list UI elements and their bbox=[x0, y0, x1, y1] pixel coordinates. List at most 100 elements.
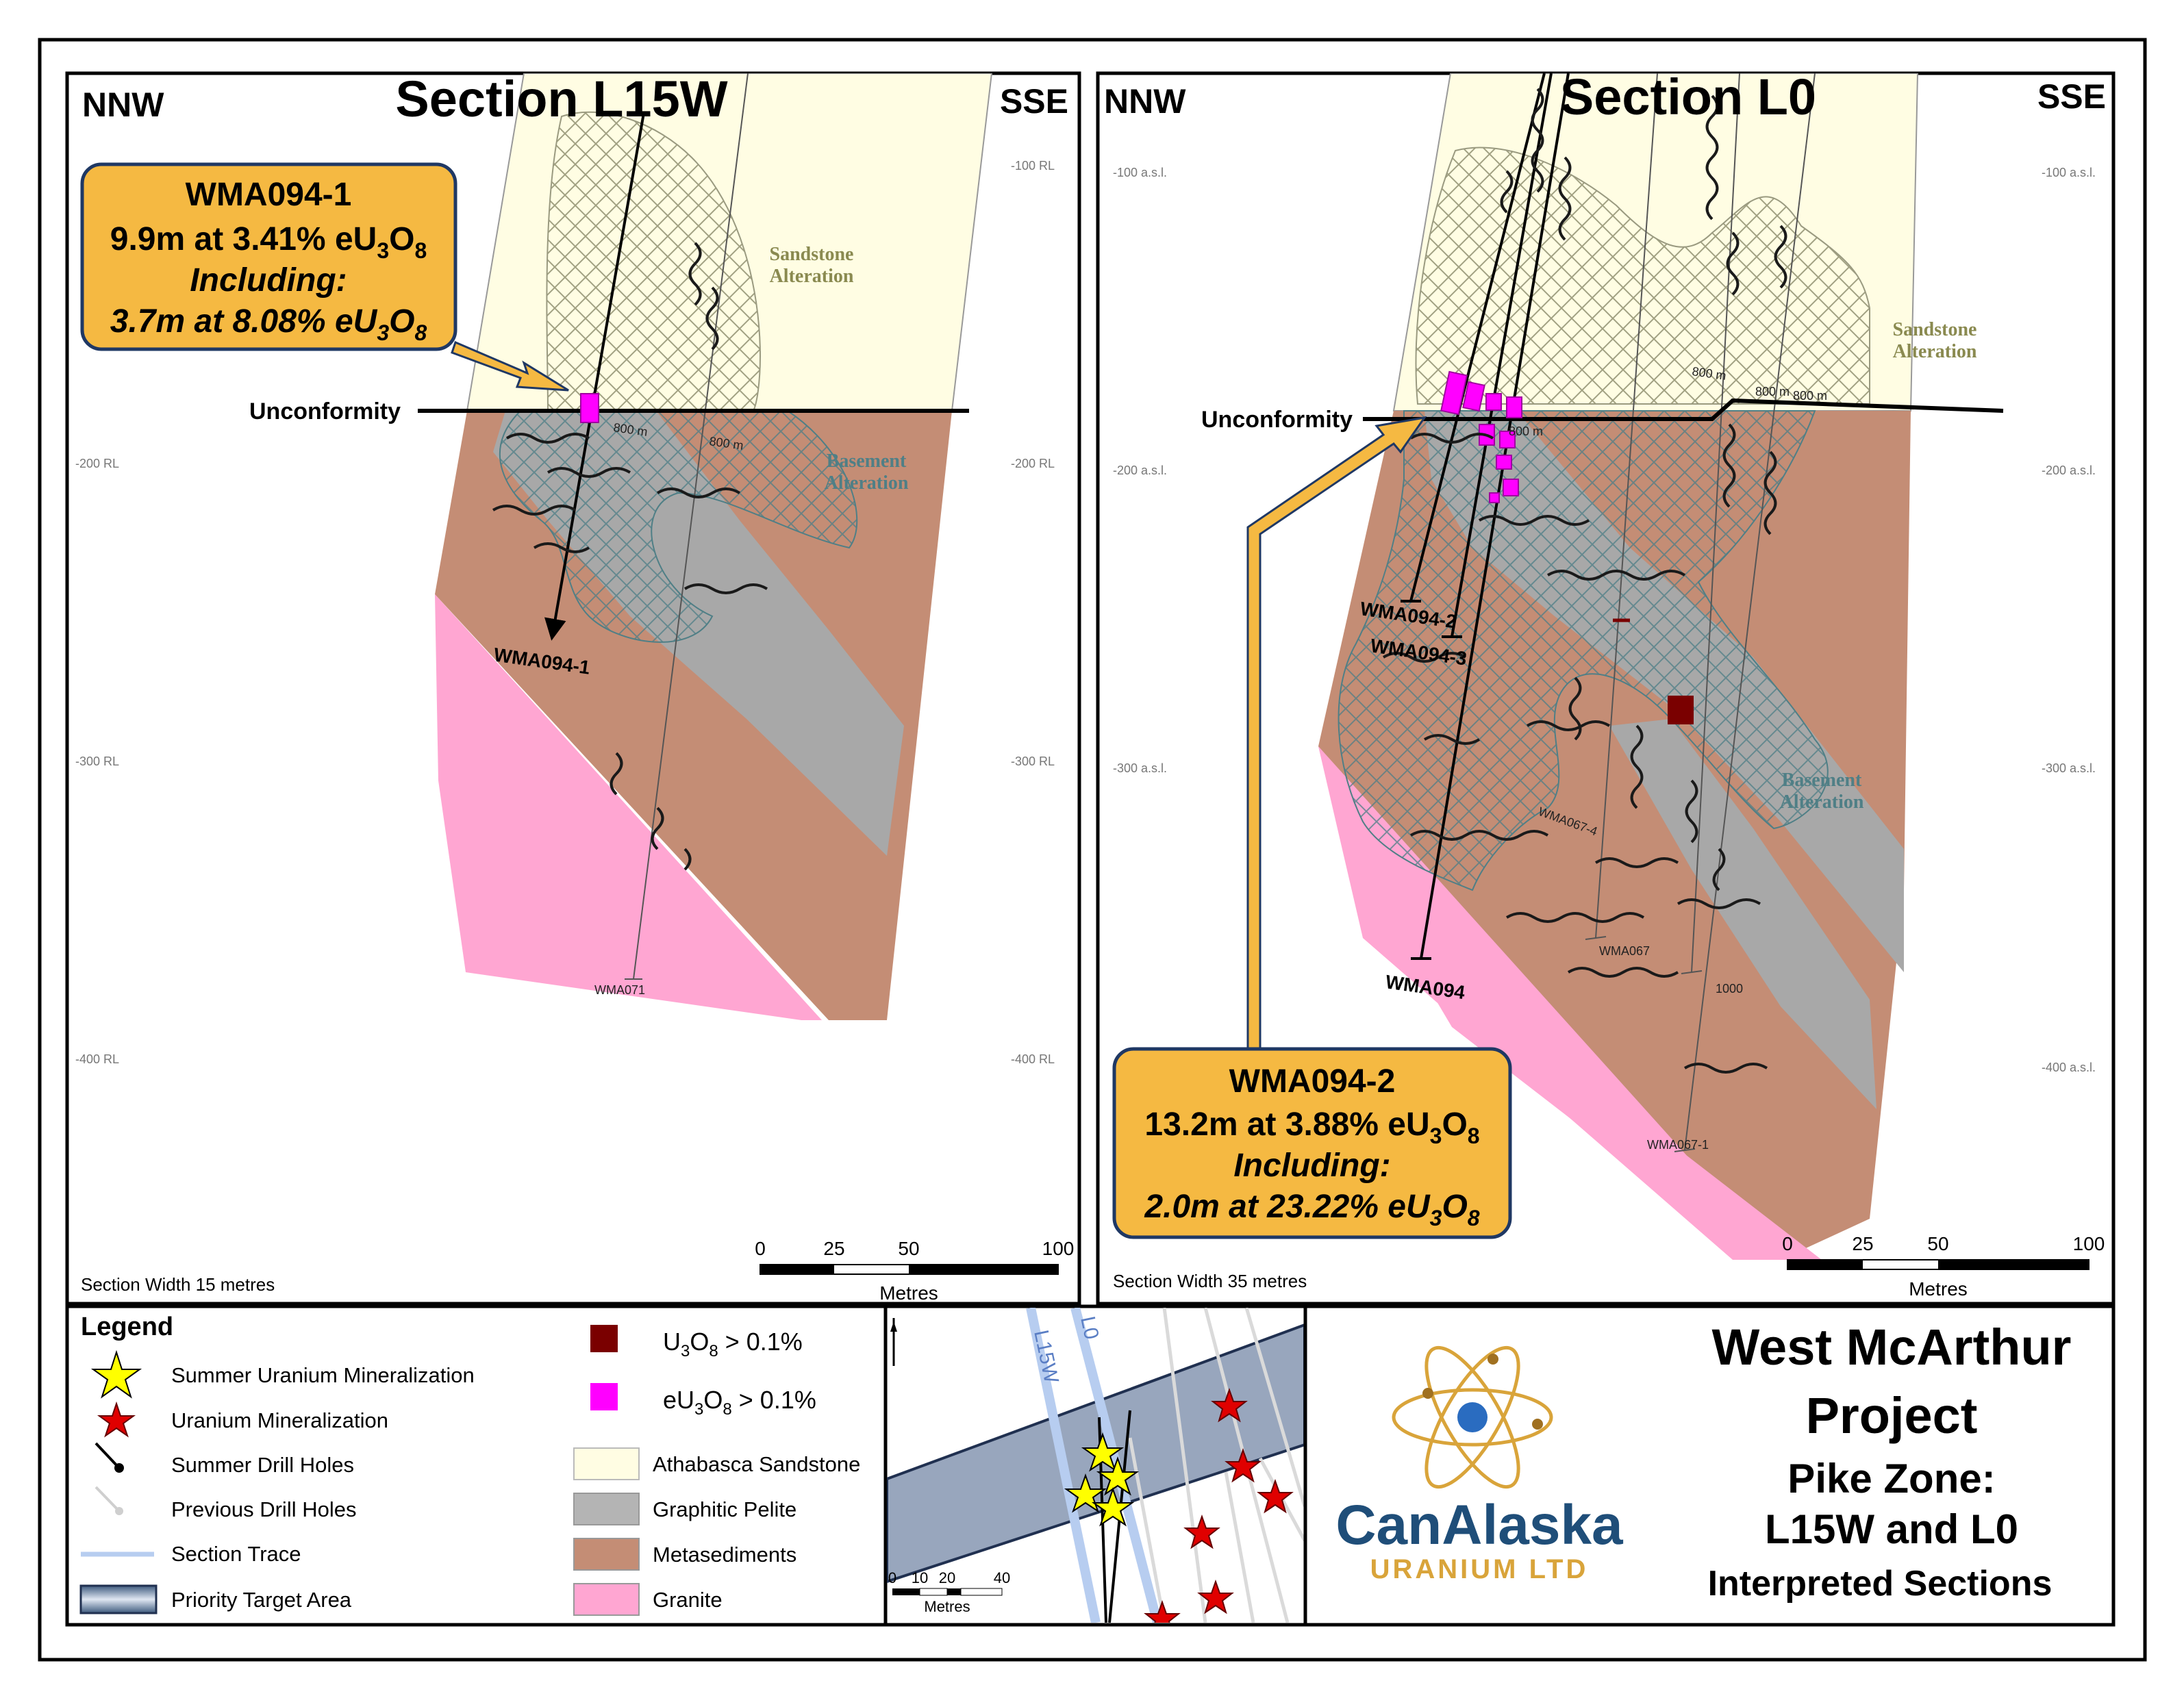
left-rl-label: -200 RL bbox=[75, 457, 119, 470]
left-dir-sse: SSE bbox=[1000, 82, 1068, 121]
left-callout-hole: WMA094-1 bbox=[186, 177, 352, 213]
inset-map-panel: L15W L0 0 10 20 40 Metres bbox=[883, 1304, 1308, 1627]
right-old-hole-label: WMA067 bbox=[1599, 944, 1650, 958]
lithology-label: Granite bbox=[653, 1588, 723, 1612]
right-asl-label: -100 a.s.l. bbox=[1113, 166, 1167, 179]
legend-item-label: Priority Target Area bbox=[171, 1588, 352, 1612]
right-asl-label: -300 a.s.l. bbox=[1113, 761, 1167, 775]
zone-title: L15W and L0 bbox=[1765, 1506, 2018, 1552]
eu3o8-label-suffix: > 0.1% bbox=[732, 1386, 816, 1414]
inset-scale-tick: 40 bbox=[994, 1569, 1010, 1586]
legend-item-label: Previous Drill Holes bbox=[171, 1497, 356, 1521]
left-basement-alteration-label: Basement bbox=[827, 451, 907, 472]
summer-mineralization-stars bbox=[1064, 1432, 1140, 1527]
left-drill-hole-wma094-1 bbox=[544, 112, 645, 641]
right-sandstone-alteration-label: Alteration bbox=[1893, 341, 1977, 362]
right-fault-symbols bbox=[1382, 88, 1787, 1074]
right-section-panel: NNW SSE Section L0 -100 a.s.l. -100 a.s.… bbox=[1096, 68, 2116, 1306]
summer-star-icon bbox=[90, 1349, 142, 1399]
u3o8-label-mid: O bbox=[690, 1328, 709, 1356]
right-basement-alteration-zone bbox=[1338, 410, 1829, 891]
inset-scale-tick: 10 bbox=[912, 1569, 928, 1586]
right-callout-including: Including: bbox=[1233, 1148, 1390, 1184]
canalaska-atom-logo bbox=[1392, 1345, 1553, 1489]
legend-panel: Legend Summer Uranium Mineralization Ura… bbox=[65, 1304, 888, 1627]
right-scale-bar: 0 25 50 100 Metres bbox=[1782, 1233, 2105, 1300]
scale-unit: Metres bbox=[1909, 1278, 1968, 1300]
left-granite-unit bbox=[435, 594, 822, 1020]
scale-tick: 25 bbox=[1852, 1233, 1873, 1254]
left-unconformity-label: Unconformity bbox=[249, 398, 401, 424]
right-callout-including-grade: 2.0m at 23.22% eU bbox=[1144, 1189, 1431, 1225]
right-depth-label: 800 m bbox=[1509, 424, 1543, 438]
right-depth-label: 800 m bbox=[1755, 385, 1790, 398]
left-callout-grade: 9.9m at 3.41% eU bbox=[110, 221, 377, 257]
right-old-hole-label: WMA067-1 bbox=[1647, 1138, 1709, 1152]
svg-text:eU3O8 > 0.1%: eU3O8 > 0.1% bbox=[663, 1386, 816, 1419]
left-old-hole-label: WMA071 bbox=[594, 983, 645, 997]
left-scale-bar: 0 25 50 100 Metres bbox=[755, 1238, 1074, 1304]
left-callout-arrow bbox=[451, 340, 569, 392]
lithology-label: Metasediments bbox=[653, 1543, 796, 1567]
eu3o8-swatch bbox=[590, 1383, 618, 1410]
lithology-label: Graphitic Pelite bbox=[653, 1497, 796, 1521]
left-callout-box: WMA094-1 9.9m at 3.41% eU3O8 Including: … bbox=[80, 162, 457, 351]
u3o8-label-prefix: U bbox=[663, 1328, 681, 1356]
left-rl-label: -100 RL bbox=[1011, 159, 1055, 173]
scale-tick: 0 bbox=[1782, 1233, 1793, 1254]
legend-title: Legend bbox=[81, 1313, 173, 1341]
left-basement-alteration-zone bbox=[499, 410, 858, 643]
right-sandstone-alteration-label: Sandstone bbox=[1893, 319, 1977, 340]
project-title: West McArthur bbox=[1712, 1319, 2072, 1376]
scale-tick: 50 bbox=[1927, 1233, 1948, 1254]
right-callout-arrow bbox=[1246, 416, 1427, 1056]
legend-item-label: Summer Uranium Mineralization bbox=[171, 1363, 475, 1387]
scale-tick: 25 bbox=[823, 1238, 844, 1259]
right-section-width: Section Width 35 metres bbox=[1113, 1271, 1307, 1291]
left-section-panel: NNW SSE Section L15W -100 RL -200 RL -20… bbox=[65, 71, 1081, 1306]
lithology-label: Athabasca Sandstone bbox=[653, 1452, 860, 1476]
legend-item-label: Section Trace bbox=[171, 1542, 301, 1566]
inset-scale-unit: Metres bbox=[924, 1598, 970, 1615]
left-rl-label: -300 RL bbox=[1011, 755, 1055, 768]
right-depth-label: 1000 bbox=[1716, 982, 1743, 996]
svg-text:U3O8 > 0.1%: U3O8 > 0.1% bbox=[663, 1328, 803, 1360]
logo-name: CanAlaska bbox=[1335, 1494, 1624, 1556]
left-section-title: Section L15W bbox=[395, 71, 727, 127]
title-block-panel: CanAlaska URANIUM LTD West McArthur Proj… bbox=[1303, 1304, 2116, 1627]
pelite-swatch bbox=[573, 1493, 640, 1525]
left-dir-nnw: NNW bbox=[82, 86, 164, 124]
atom-electron-icon bbox=[1422, 1388, 1433, 1399]
priority-target-area-icon bbox=[79, 1584, 158, 1614]
scale-unit: Metres bbox=[879, 1282, 938, 1304]
right-basement-alteration-label: Alteration bbox=[1780, 791, 1864, 813]
right-u3o8-intercept bbox=[1668, 696, 1694, 724]
right-asl-label: -200 a.s.l. bbox=[2042, 464, 2096, 477]
left-sandstone-alteration-label: Alteration bbox=[770, 266, 854, 287]
granite-swatch bbox=[573, 1583, 640, 1616]
sandstone-swatch bbox=[573, 1447, 640, 1480]
scale-tick: 100 bbox=[1042, 1238, 1075, 1259]
right-basement-alteration-label: Basement bbox=[1782, 770, 1862, 791]
inset-scale-bar: 0 10 20 40 Metres bbox=[888, 1569, 1010, 1615]
atom-electron-icon bbox=[1532, 1419, 1543, 1430]
svg-text:13.2m at 3.88% eU3O8: 13.2m at 3.88% eU3O8 bbox=[1144, 1106, 1479, 1148]
right-unconformity-label: Unconformity bbox=[1201, 407, 1353, 433]
right-depth-label: 800 m bbox=[1793, 389, 1827, 403]
legend-item-label: Summer Drill Holes bbox=[171, 1453, 354, 1477]
right-eu3o8-intercepts bbox=[1440, 370, 1522, 503]
right-drill-hole-wma094-2 bbox=[1409, 73, 1546, 602]
logo-subtitle: URANIUM LTD bbox=[1370, 1554, 1589, 1584]
red-star-icon bbox=[97, 1401, 136, 1438]
zone-title: Pike Zone: bbox=[1787, 1456, 1995, 1501]
right-asl-label: -200 a.s.l. bbox=[1113, 464, 1167, 477]
right-section-title: Section L0 bbox=[1560, 68, 1816, 125]
right-asl-label: -400 a.s.l. bbox=[2042, 1061, 2096, 1074]
figure-subtitle: Interpreted Sections bbox=[1708, 1564, 2053, 1604]
svg-text:2.0m at 23.22% eU3O8: 2.0m at 23.22% eU3O8 bbox=[1144, 1189, 1479, 1230]
left-sandstone-alteration-zone bbox=[546, 111, 762, 411]
right-unconformity-line bbox=[1363, 398, 2004, 421]
inset-trace-label: L0 bbox=[1076, 1315, 1103, 1342]
atom-nucleus-icon bbox=[1457, 1402, 1488, 1432]
